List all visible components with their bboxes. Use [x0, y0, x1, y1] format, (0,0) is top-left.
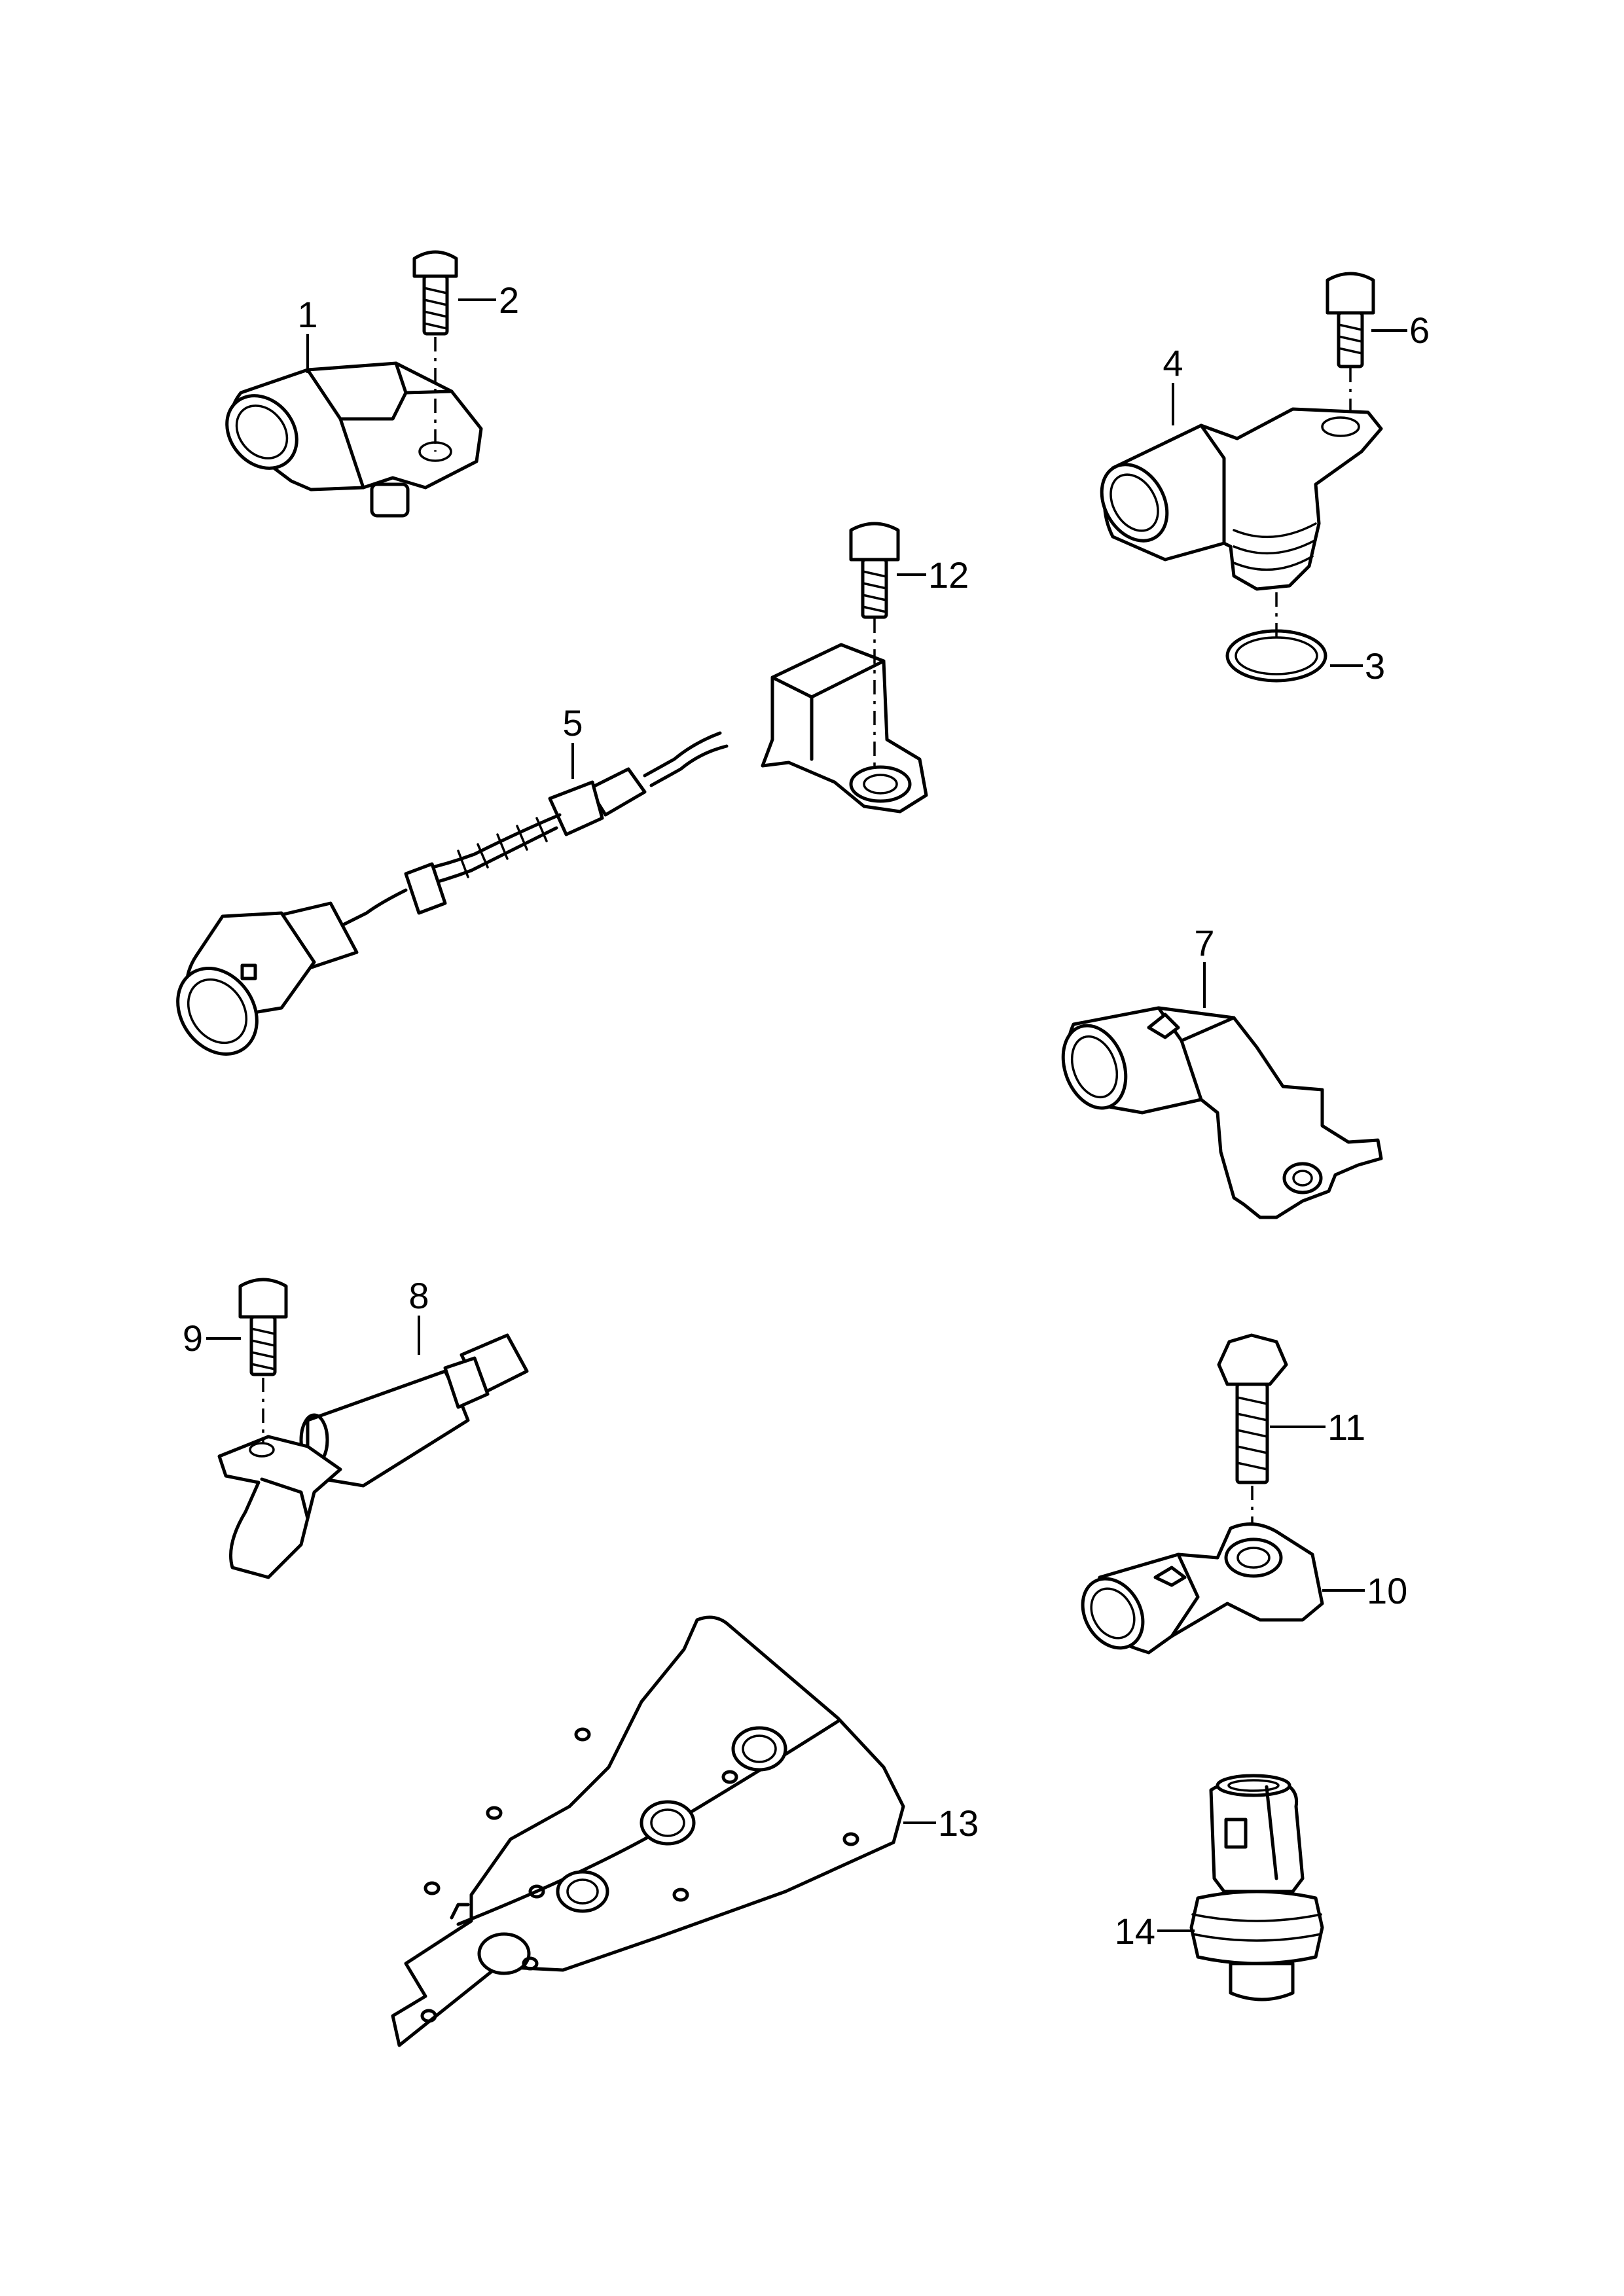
callout-2: 2 [499, 279, 519, 321]
callout-12: 12 [928, 554, 969, 596]
part-1-sensor [225, 361, 483, 518]
callout-11: 11 [1327, 1407, 1365, 1448]
part-8-sensor [217, 1316, 529, 1579]
callout-10: 10 [1367, 1570, 1407, 1611]
part-7-sensor [1061, 962, 1383, 1219]
callout-4: 4 [1163, 342, 1183, 384]
callout-5: 5 [562, 702, 583, 744]
callout-9: 9 [183, 1318, 203, 1359]
callout-7: 7 [1194, 922, 1214, 963]
part-6-screw [1326, 272, 1407, 412]
part-11-bolt [1217, 1333, 1326, 1545]
callout-3: 3 [1365, 645, 1385, 687]
part-14-pressure-switch [1157, 1774, 1324, 2001]
callout-14: 14 [1115, 1910, 1155, 1952]
part-10-knock-sensor [1081, 1522, 1365, 1655]
callout-6: 6 [1409, 310, 1430, 351]
callout-8: 8 [408, 1275, 429, 1316]
part-5-sensor-cable [176, 643, 928, 1056]
part-13-plate [391, 1615, 936, 2047]
part-2-screw [412, 250, 496, 452]
part-4-sensor [1100, 407, 1383, 683]
callout-13: 13 [938, 1803, 979, 1844]
part-9-screw [206, 1278, 288, 1443]
part-12-screw [849, 522, 926, 772]
callout-1: 1 [297, 294, 317, 335]
